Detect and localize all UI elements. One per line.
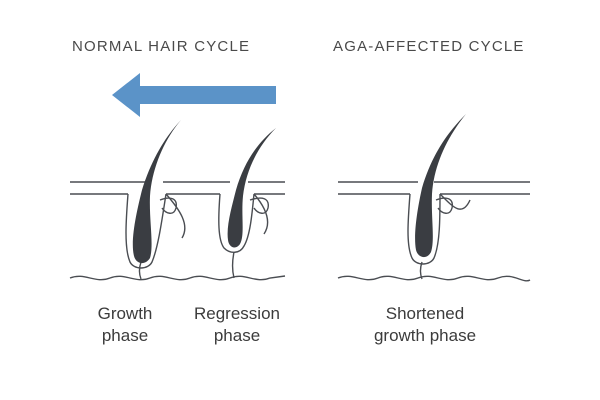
direction-arrow <box>112 73 276 117</box>
normal-skin-section <box>69 181 286 281</box>
regression-hair-shaft <box>227 128 276 248</box>
shortened-hair-shaft <box>415 114 466 258</box>
caption-shortened-growth-phase: Shortened growth phase <box>355 303 495 347</box>
normal-cycle-title: NORMAL HAIR CYCLE <box>72 38 251 55</box>
shortened-phase-follicle <box>407 114 471 280</box>
aga-cycle-title: AGA-AFFECTED CYCLE <box>333 38 525 55</box>
aga-skin-section <box>337 181 531 282</box>
caption-regression-phase: Regression phase <box>167 303 307 347</box>
caption-growth-line2: phase <box>101 326 149 345</box>
growth-phase-follicle <box>125 120 186 280</box>
caption-shortened-line2: growth phase <box>373 326 477 345</box>
caption-regression-line2: phase <box>213 326 261 345</box>
caption-regression-line1: Regression <box>194 304 280 323</box>
caption-shortened-line1: Shortened <box>385 304 465 323</box>
growth-hair-shaft <box>132 120 181 264</box>
caption-growth-line1: Growth <box>97 304 153 323</box>
caption-growth-phase: Growth phase <box>55 303 195 347</box>
regression-phase-follicle <box>218 128 276 279</box>
